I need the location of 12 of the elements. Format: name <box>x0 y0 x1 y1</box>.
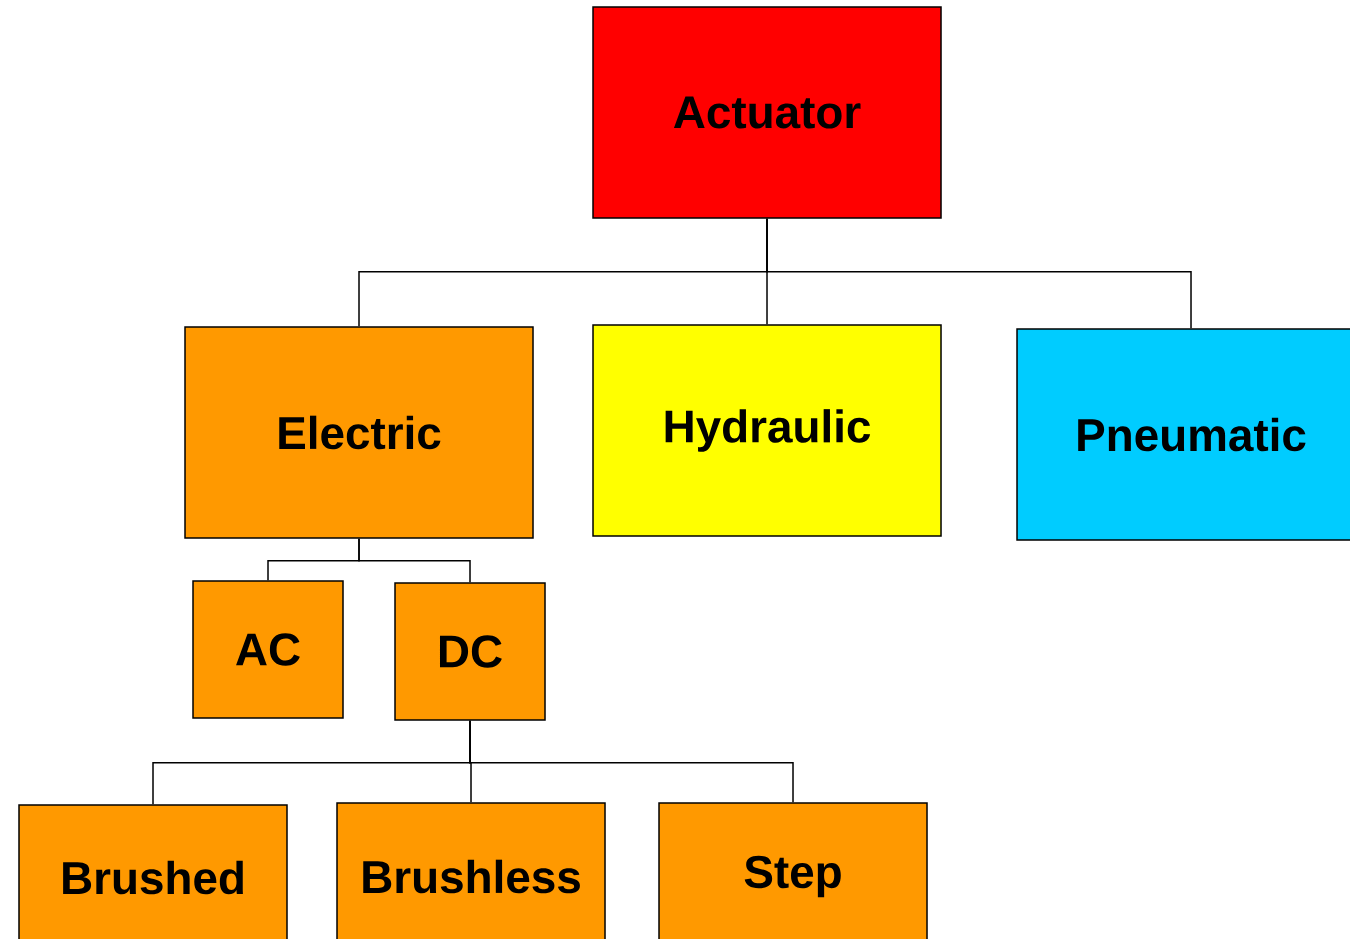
connector-line <box>766 218 1192 329</box>
category-box: Step <box>658 802 928 939</box>
category-box: Pneumatic <box>1016 328 1350 541</box>
category-box: Brushed <box>18 804 288 939</box>
category-box: AC <box>192 580 344 719</box>
category-box: Brushless <box>336 802 606 939</box>
connector-line <box>358 538 471 583</box>
category-box: Actuator <box>592 6 942 219</box>
category-box: Hydraulic <box>592 324 942 537</box>
connector-line <box>469 720 794 803</box>
category-box: DC <box>394 582 546 721</box>
category-box: Electric <box>184 326 534 539</box>
